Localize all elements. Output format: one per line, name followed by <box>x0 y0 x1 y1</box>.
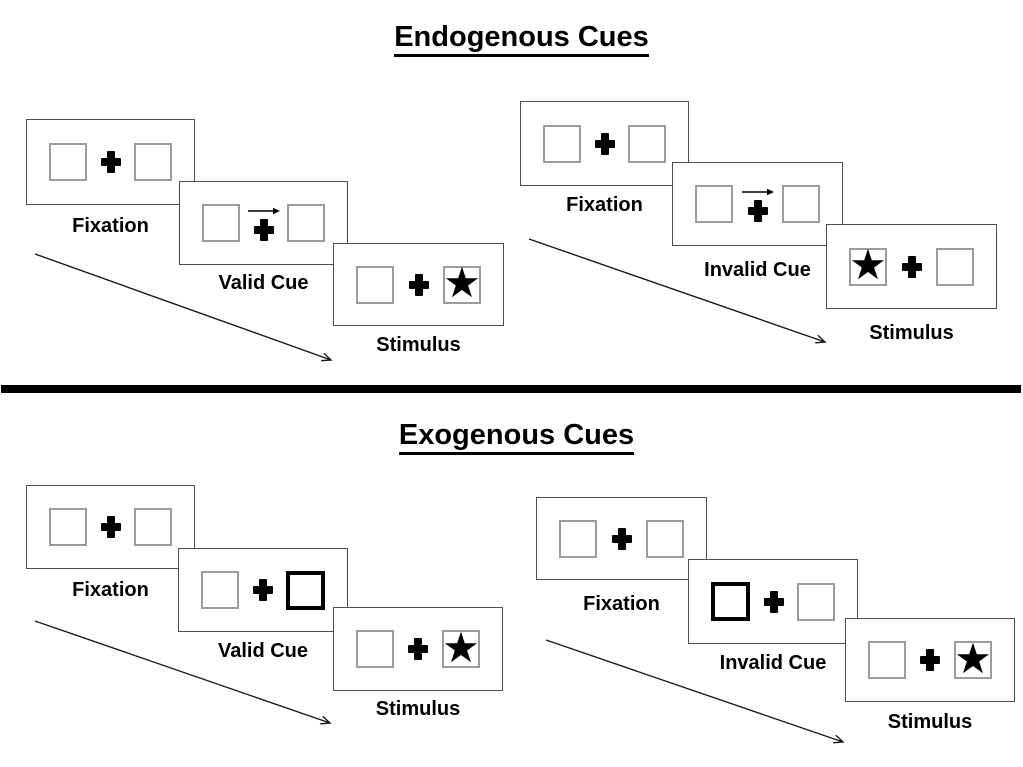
central-arrow-right-cue-icon <box>247 207 280 214</box>
endogenous-title: Endogenous Cues <box>0 22 1023 57</box>
fixation-cross-icon <box>920 649 940 671</box>
screen-valid-cue <box>179 181 348 265</box>
time-sequence-arrow <box>34 620 332 725</box>
stimulus-star-box-right: ★ <box>443 262 481 304</box>
endogenous-title-text: Endogenous Cues <box>394 22 649 57</box>
stimulus-star-box-left: ★ <box>849 244 887 286</box>
stimulus-star-box-right: ★ <box>442 622 480 672</box>
screen-label: Fixation <box>72 215 149 237</box>
placeholder-box-right <box>797 582 835 621</box>
placeholder-box-left <box>49 508 87 546</box>
fixation-cross-icon <box>763 590 784 613</box>
star-icon: ★ <box>443 258 481 307</box>
placeholder-box-left <box>356 630 394 668</box>
screen-stimulus: ★ <box>826 224 997 309</box>
placeholder-box-right <box>936 247 974 286</box>
section-divider <box>1 385 1021 393</box>
placeholder-box-right <box>134 508 172 546</box>
fixation-cross-icon <box>100 516 121 538</box>
placeholder-box-right <box>646 519 684 558</box>
placeholder-box-left <box>202 204 240 242</box>
screen-stimulus: ★ <box>333 243 504 326</box>
screen-label: Fixation <box>583 593 660 615</box>
placeholder-box-left <box>559 519 597 558</box>
placeholder-box-left <box>49 143 87 181</box>
screen-label: Stimulus <box>887 711 973 733</box>
placeholder-box-right <box>628 124 666 163</box>
star-icon: ★ <box>954 633 992 683</box>
placeholder-box-right <box>782 185 820 223</box>
screen-stimulus: ★ <box>333 607 503 691</box>
placeholder-box-right <box>287 204 325 242</box>
screen-fixation <box>26 119 195 205</box>
fixation-cross-icon <box>252 579 273 601</box>
screen-label: Stimulus <box>375 698 461 720</box>
screen-label: Fixation <box>566 194 643 216</box>
screen-label: Invalid Cue <box>719 652 827 674</box>
stimulus-star-box-right: ★ <box>954 633 992 683</box>
screen-label: Stimulus <box>869 322 954 344</box>
placeholder-box-right <box>134 143 172 181</box>
fixation-cross-icon <box>594 132 615 155</box>
fixation-cross-icon <box>408 273 429 296</box>
screen-label: Invalid Cue <box>704 259 811 281</box>
screen-invalid-cue <box>688 559 858 644</box>
placeholder-box-left <box>868 641 906 679</box>
time-sequence-arrow <box>545 639 845 744</box>
screen-invalid-cue <box>672 162 843 246</box>
screen-label: Valid Cue <box>218 272 309 294</box>
screen-label: Valid Cue <box>217 640 309 662</box>
fixation-cross-icon <box>611 527 632 550</box>
screen-fixation <box>26 485 195 569</box>
screen-label: Stimulus <box>376 334 461 356</box>
central-arrow-right-cue-icon <box>741 188 774 195</box>
fixation-cross-icon <box>100 151 121 173</box>
placeholder-box-left <box>543 124 581 163</box>
time-sequence-arrow <box>528 238 827 344</box>
fixation-cross-icon <box>408 638 428 660</box>
fixation-cross-icon <box>901 255 922 278</box>
screen-stimulus: ★ <box>845 618 1015 702</box>
placeholder-box-left <box>356 265 394 304</box>
fixation-cross-icon <box>253 218 274 241</box>
fixation-cross-icon <box>747 199 768 222</box>
star-icon: ★ <box>442 622 480 672</box>
placeholder-box-left <box>695 185 733 223</box>
exogenous-title: Exogenous Cues <box>0 420 1023 455</box>
star-icon: ★ <box>849 240 887 289</box>
exogenous-title-text: Exogenous Cues <box>398 420 635 455</box>
time-sequence-arrow <box>34 253 333 362</box>
screen-fixation <box>520 101 689 186</box>
screen-valid-cue <box>178 548 348 632</box>
cue-highlight-box-right <box>286 570 325 610</box>
screen-fixation <box>536 497 707 580</box>
screen-label: Fixation <box>72 579 149 601</box>
placeholder-box-left <box>201 571 239 609</box>
cue-highlight-box-left <box>711 582 750 621</box>
